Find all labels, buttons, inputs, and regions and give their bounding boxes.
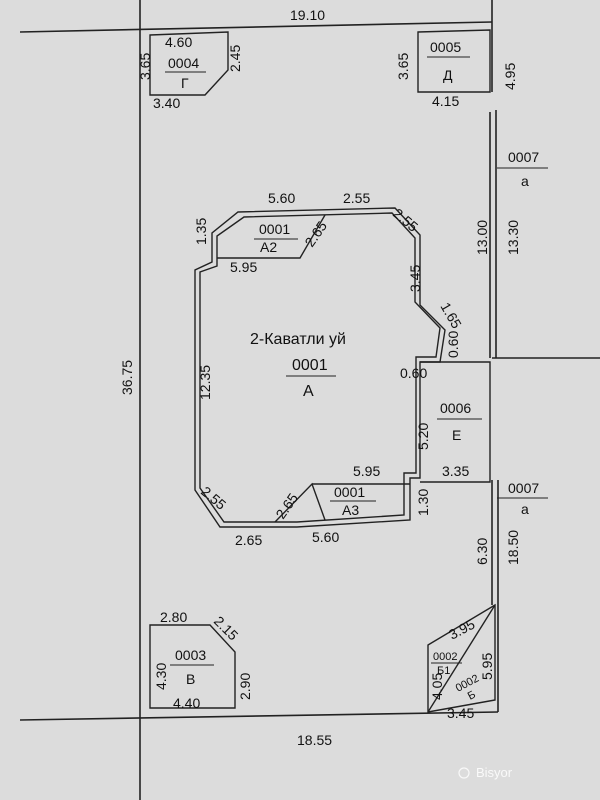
building-b1 bbox=[427, 603, 496, 713]
b1-right-dim: 5.95 bbox=[479, 653, 495, 680]
plot-right-lower-outer-dim: 18.50 bbox=[505, 530, 521, 565]
main-top-dim: 5.60 bbox=[268, 190, 295, 206]
e-right-dim: 3.35 bbox=[442, 463, 469, 479]
v-top-dim: 2.80 bbox=[160, 609, 187, 625]
d-code: 0005 bbox=[430, 39, 461, 55]
v-diag-dim: 2.15 bbox=[211, 613, 242, 644]
a2-divider bbox=[217, 214, 326, 259]
main-building-outline bbox=[194, 207, 446, 528]
g-top-dim: 4.60 bbox=[165, 34, 192, 50]
e-letter: Е bbox=[452, 427, 461, 443]
v-right-dim: 2.90 bbox=[237, 673, 253, 700]
b-letter: Б bbox=[466, 689, 478, 703]
main-right-lower-dim: 5.20 bbox=[415, 423, 431, 450]
main-top-right-dim: 2.55 bbox=[343, 190, 370, 206]
watermark-icon bbox=[458, 767, 470, 779]
main-building-letter: А bbox=[303, 383, 314, 400]
g-code: 0004 bbox=[168, 55, 199, 71]
main-notch-v-dim: 0.60 bbox=[445, 331, 461, 358]
plot-right-upper-dim: 13.00 bbox=[474, 220, 490, 255]
d-bottom-dim: 4.15 bbox=[432, 93, 459, 109]
a2-code: 0001 bbox=[259, 221, 290, 237]
plot-right-upper-outer-dim: 13.30 bbox=[505, 220, 521, 255]
e-code: 0006 bbox=[440, 400, 471, 416]
g-letter: Г bbox=[181, 75, 189, 91]
b1-diag-dim: 3.95 bbox=[446, 616, 478, 643]
a3-code: 0001 bbox=[334, 484, 365, 500]
main-bottom-right-top-dim: 5.95 bbox=[353, 463, 380, 479]
main-inner-dim: 5.95 bbox=[230, 259, 257, 275]
building-v bbox=[149, 624, 236, 709]
main-building-code: 0001 bbox=[292, 357, 328, 374]
g-right-dim: 2.45 bbox=[227, 45, 243, 72]
watermark-text: Bisyor bbox=[476, 765, 513, 780]
main-bottom-mid-dim: 5.60 bbox=[312, 529, 339, 545]
v-left-dim: 4.30 bbox=[153, 663, 169, 690]
d-letter: Д bbox=[443, 67, 453, 83]
main-bottom-left-dim: 2.65 bbox=[235, 532, 262, 548]
g-bottom-dim: 3.40 bbox=[153, 95, 180, 111]
b1-left-dim: 4.05 bbox=[429, 673, 445, 700]
plot-top-boundary bbox=[19, 21, 493, 33]
fence-a-code-2: 0007 bbox=[508, 480, 539, 496]
v-code: 0003 bbox=[175, 647, 206, 663]
main-building-title: 2-Каватли уй bbox=[250, 331, 346, 348]
plot-right-lower-dim: 6.30 bbox=[474, 538, 490, 565]
b1-code: 0002 bbox=[433, 651, 457, 663]
building-g bbox=[149, 31, 229, 96]
a2-letter: А2 bbox=[260, 239, 277, 255]
fence-a-letter-2: а bbox=[521, 501, 529, 517]
building-e bbox=[420, 361, 491, 483]
main-diag-bl2-dim: 2.65 bbox=[272, 490, 301, 522]
b1-letter: Б1 bbox=[437, 665, 450, 677]
main-left-dim: 12.35 bbox=[197, 365, 213, 400]
main-right-upper-dim: 3.45 bbox=[407, 265, 423, 292]
plot-left-dim: 36.75 bbox=[119, 360, 135, 395]
v-bottom-dim: 4.40 bbox=[173, 695, 200, 711]
d-left-dim: 3.65 bbox=[395, 53, 411, 80]
fence-a-code-1: 0007 bbox=[508, 149, 539, 165]
a3-letter: А3 bbox=[342, 502, 359, 518]
fence-a-letter-1: а bbox=[521, 173, 529, 189]
plot-top-dim: 19.10 bbox=[290, 7, 325, 23]
plot-bottom-dim: 18.55 bbox=[297, 732, 332, 748]
main-bottom-right-v-dim: 1.30 bbox=[415, 489, 431, 516]
main-diag-a2-dim: 2.65 bbox=[301, 218, 330, 250]
main-left-top-dim: 1.35 bbox=[193, 218, 209, 245]
plot-right-top-dim: 4.95 bbox=[502, 63, 518, 90]
building-d bbox=[417, 29, 491, 93]
a3-diag bbox=[274, 482, 326, 523]
main-building-inner-outline bbox=[199, 212, 441, 523]
v-letter: В bbox=[186, 671, 195, 687]
main-notch-h-dim: 0.60 bbox=[400, 365, 427, 381]
g-left-dim: 3.65 bbox=[137, 53, 153, 80]
b1-bottom-dim: 3.45 bbox=[447, 705, 474, 721]
plot-bottom-boundary bbox=[19, 711, 499, 721]
